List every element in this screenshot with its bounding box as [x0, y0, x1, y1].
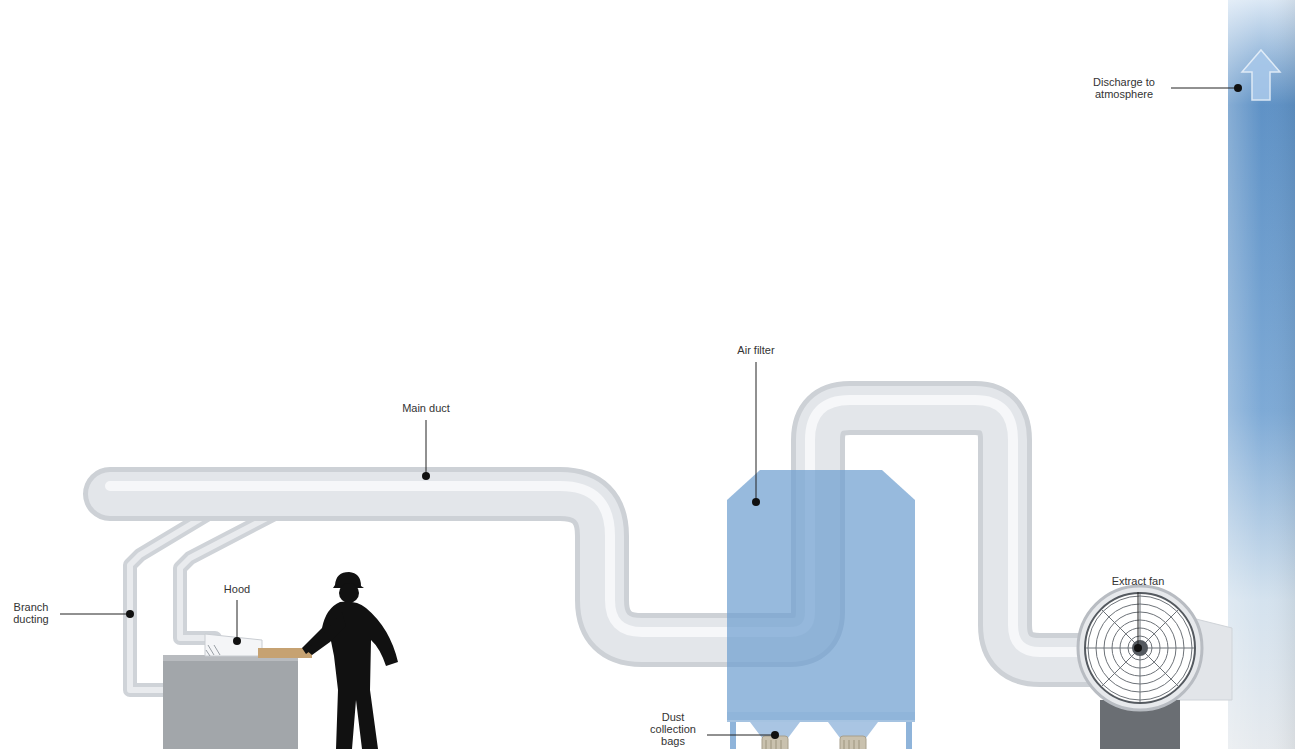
worker-silhouette: [302, 572, 398, 749]
air-filter-housing: [727, 470, 915, 749]
workbench: [163, 634, 312, 749]
discharge-stack: [1228, 0, 1295, 749]
leader-lines: [60, 84, 1242, 739]
fan-label: Extract fan: [1098, 575, 1178, 587]
branch-label: Branch ducting: [6, 601, 56, 625]
filter-label: Air filter: [721, 344, 791, 356]
extract-fan: [1078, 586, 1202, 749]
ducting: [110, 400, 1100, 690]
hood-label: Hood: [212, 583, 262, 595]
bags-label: Dust collection bags: [641, 711, 705, 747]
discharge-label: Discharge to atmosphere: [1082, 76, 1166, 100]
duct-label: Main duct: [391, 402, 461, 414]
